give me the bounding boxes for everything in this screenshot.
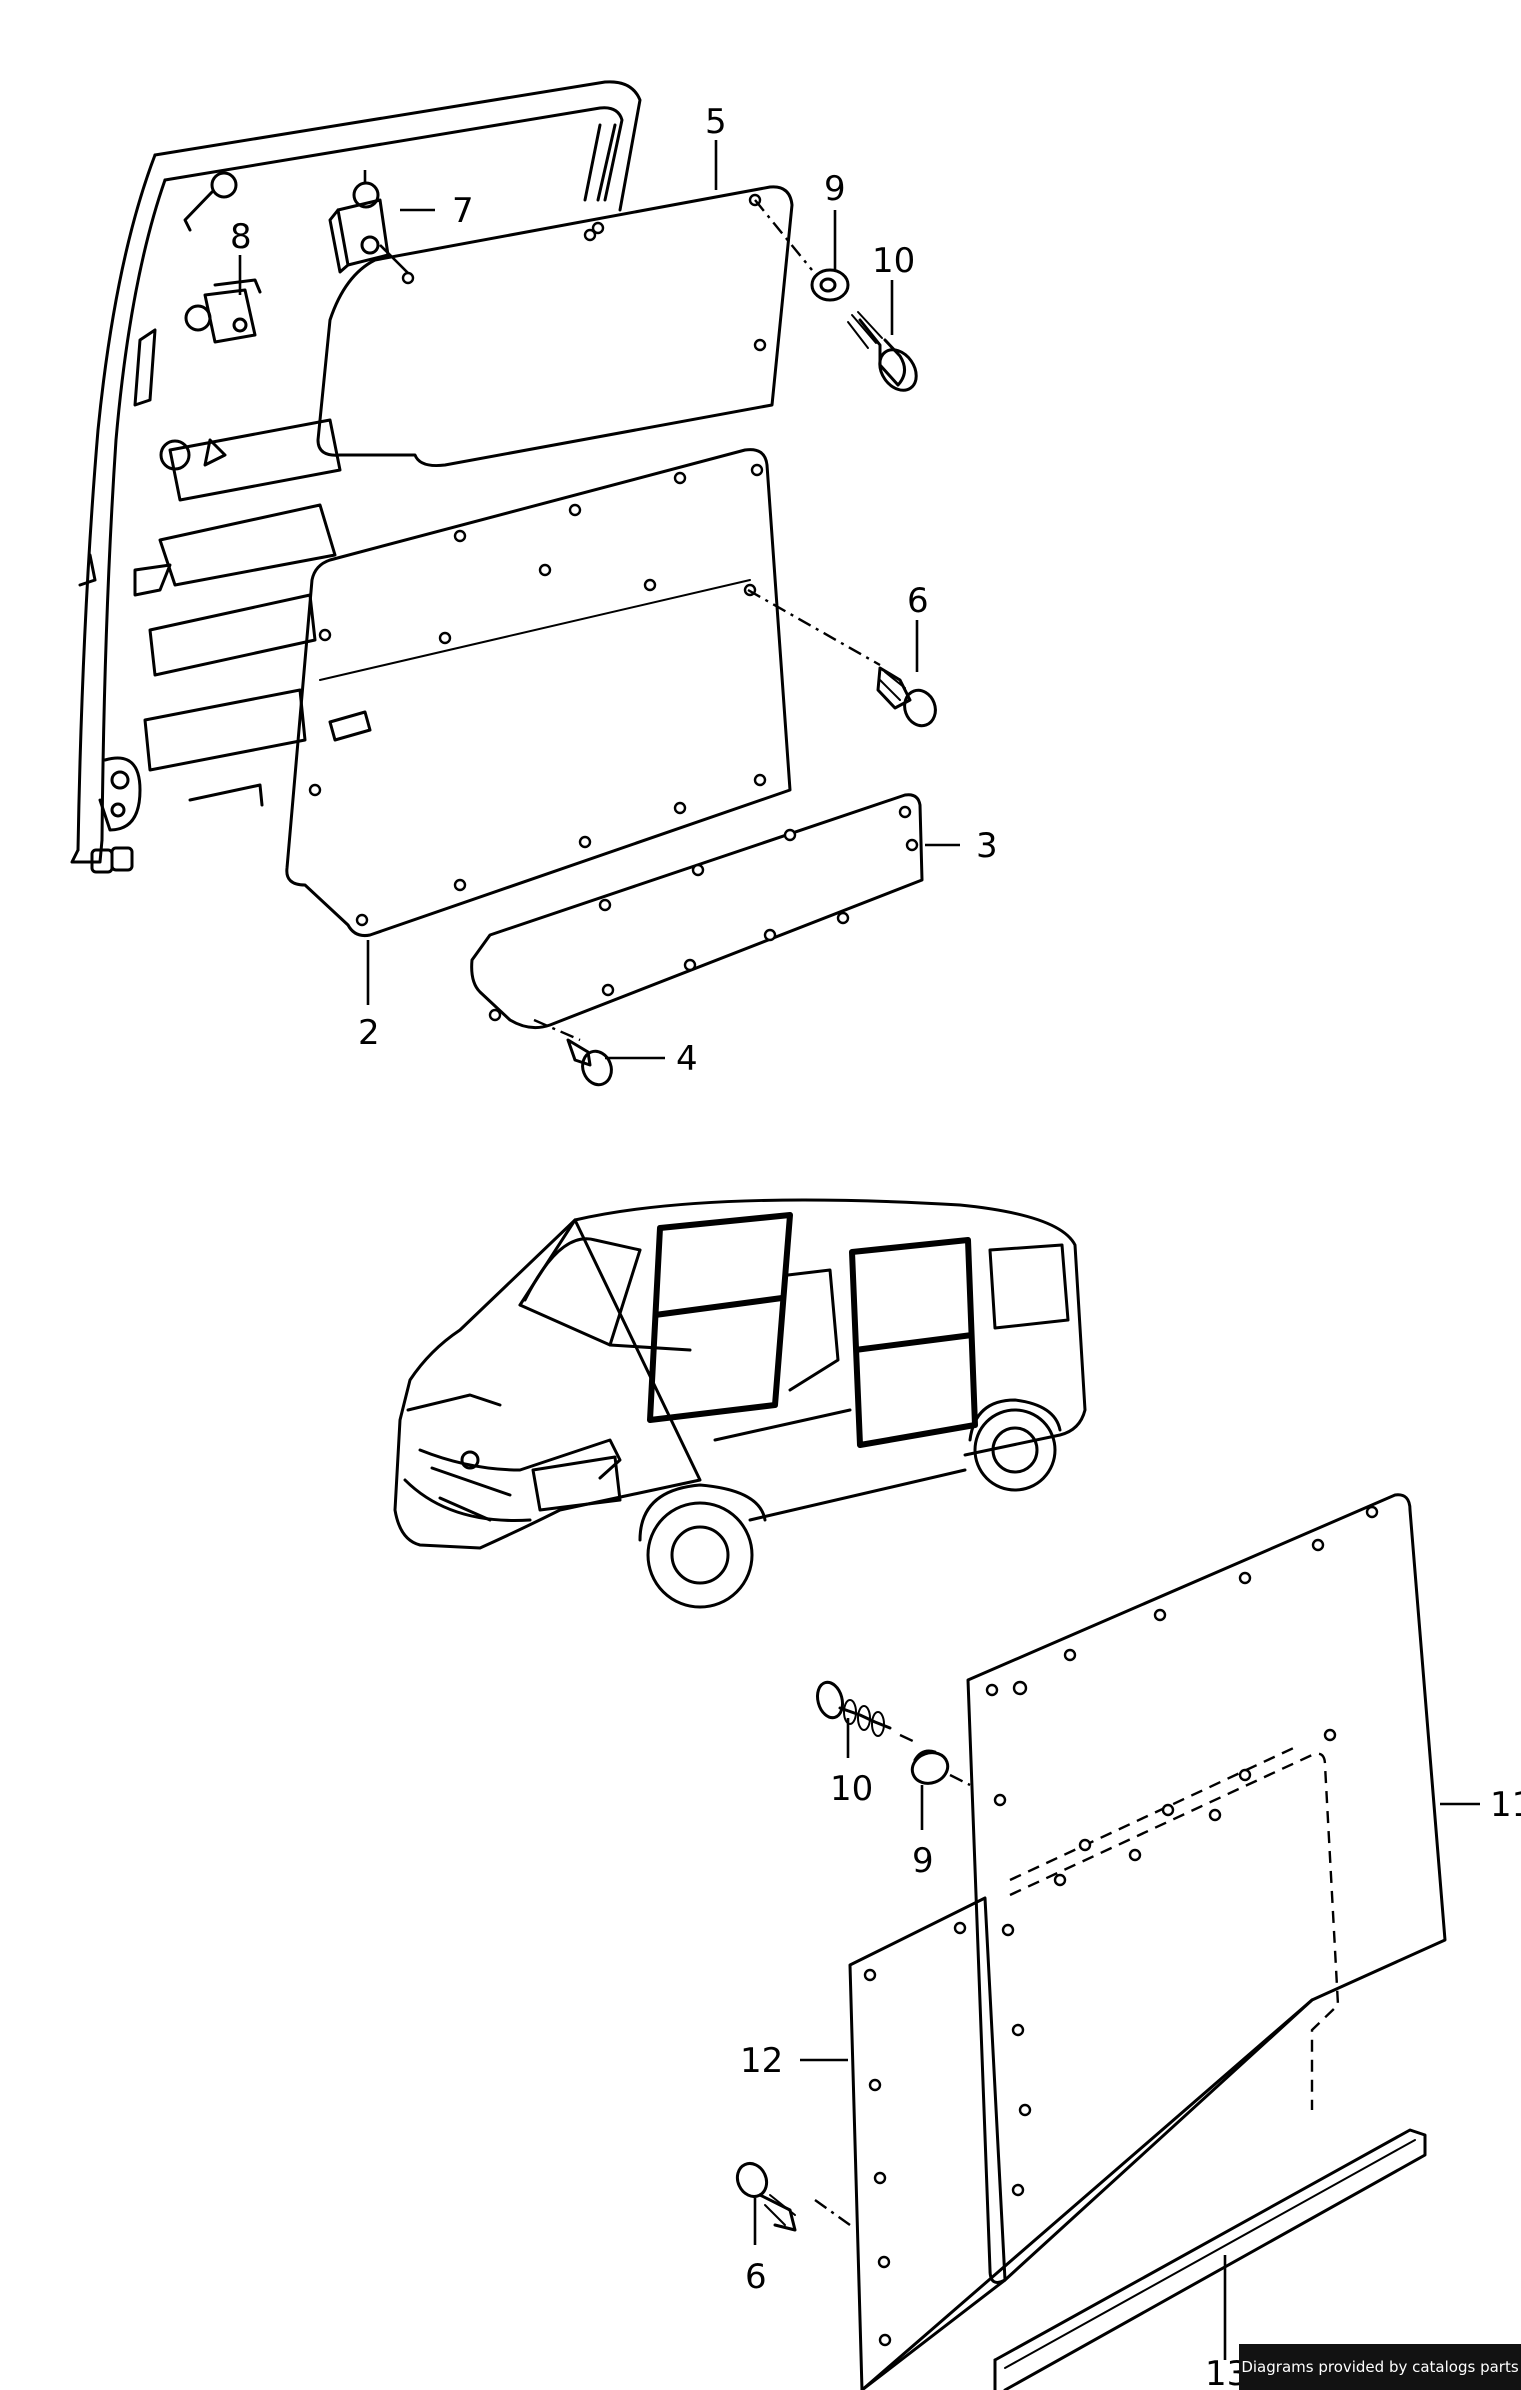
callout-10-top: 10 [872, 241, 915, 281]
lower-trim-strip-part-3 [470, 793, 924, 1042]
lower-panel-part-12 [814, 1896, 1314, 2390]
callout-numbers: 5 7 8 9 10 6 3 2 4 11 10 9 12 6 13 [230, 102, 1521, 2390]
panel-12-holes [863, 1921, 967, 2347]
callout-6-top: 6 [907, 581, 929, 621]
upper-trim-panel-part-5 [316, 185, 794, 467]
clip-part-4 [566, 1038, 613, 1087]
callout-8: 8 [230, 217, 252, 257]
screw-part-10-top [847, 311, 918, 392]
door-frame [70, 80, 642, 874]
panel-11-holes [985, 1505, 1379, 2197]
clip-part-6-top [876, 666, 937, 728]
leader-lines [238, 140, 1480, 2360]
callout-7: 7 [452, 191, 474, 231]
door-trim-panel-part-2 [285, 448, 881, 937]
panel-2-holes [308, 463, 767, 927]
credit-badge: Diagrams provided by catalogs parts [1239, 2344, 1521, 2390]
callout-5: 5 [705, 102, 727, 142]
callout-10-bottom: 10 [830, 1769, 873, 1809]
sill-strip-part-13 [993, 2128, 1427, 2390]
callout-6-bottom: 6 [745, 2257, 767, 2297]
callout-4: 4 [676, 1039, 698, 1079]
washer-part-9-top [754, 199, 850, 302]
side-panel-part-11 [966, 1493, 1447, 2284]
callout-9-bottom: 9 [912, 1841, 934, 1881]
bracket-part-7 [328, 170, 411, 276]
callout-12: 12 [740, 2041, 783, 2081]
clip-part-6-bottom [735, 2161, 797, 2232]
screw-part-10-bottom [816, 1680, 916, 1744]
panel-3-holes [488, 805, 919, 1022]
callout-9-top: 9 [824, 169, 846, 209]
callout-2: 2 [358, 1013, 380, 1053]
van-illustration [393, 1198, 1087, 1609]
callout-11: 11 [1490, 1785, 1521, 1825]
catch-part-8 [184, 278, 262, 344]
callout-3: 3 [976, 826, 998, 866]
washer-part-9-bottom [910, 1749, 971, 1787]
